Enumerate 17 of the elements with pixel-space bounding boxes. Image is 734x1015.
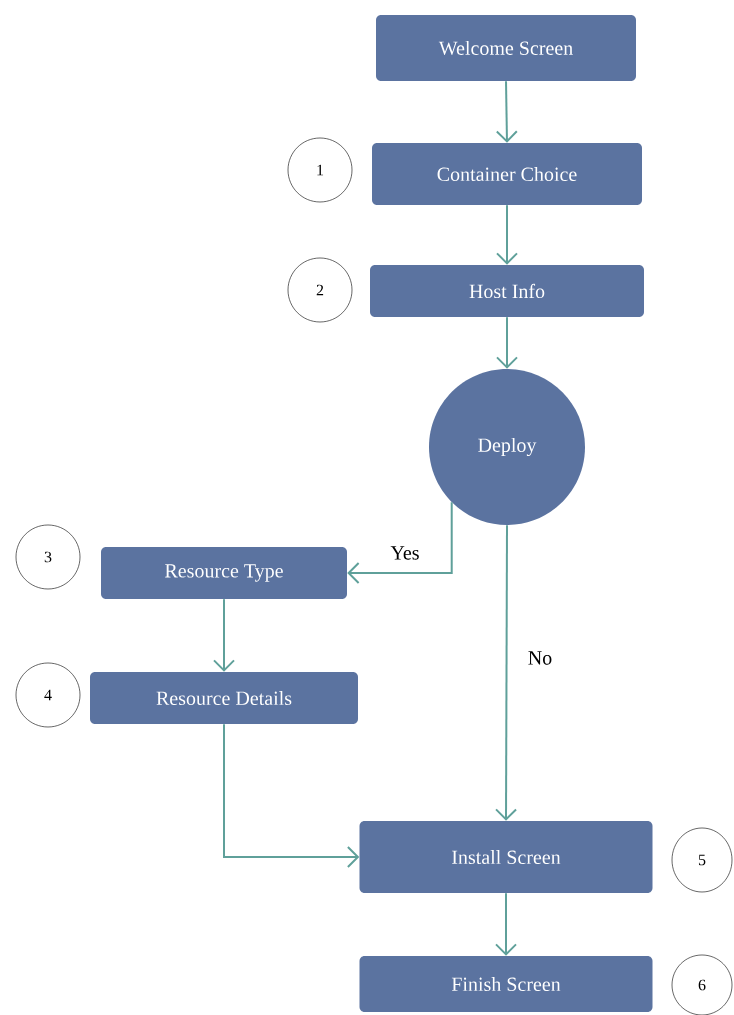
- arrow: [495, 524, 518, 821]
- process-box: Host Info: [370, 265, 644, 317]
- arrow: [496, 204, 518, 265]
- arrow: [495, 892, 517, 956]
- arrow: [495, 80, 518, 143]
- process-box: Welcome Screen: [376, 15, 636, 81]
- process-box: Install Screen: [359, 821, 653, 893]
- arrow: [223, 723, 360, 868]
- process-box: Resource Type: [101, 547, 347, 599]
- arrow: [347, 501, 453, 584]
- process-box: Container Choice: [372, 143, 642, 205]
- process-box: Resource Details: [90, 672, 358, 724]
- process-box: Finish Screen: [359, 956, 653, 1012]
- edge-label: No: [525, 649, 555, 667]
- arrow: [213, 598, 235, 672]
- arrow: [496, 316, 518, 369]
- edge-label: Yes: [388, 544, 422, 562]
